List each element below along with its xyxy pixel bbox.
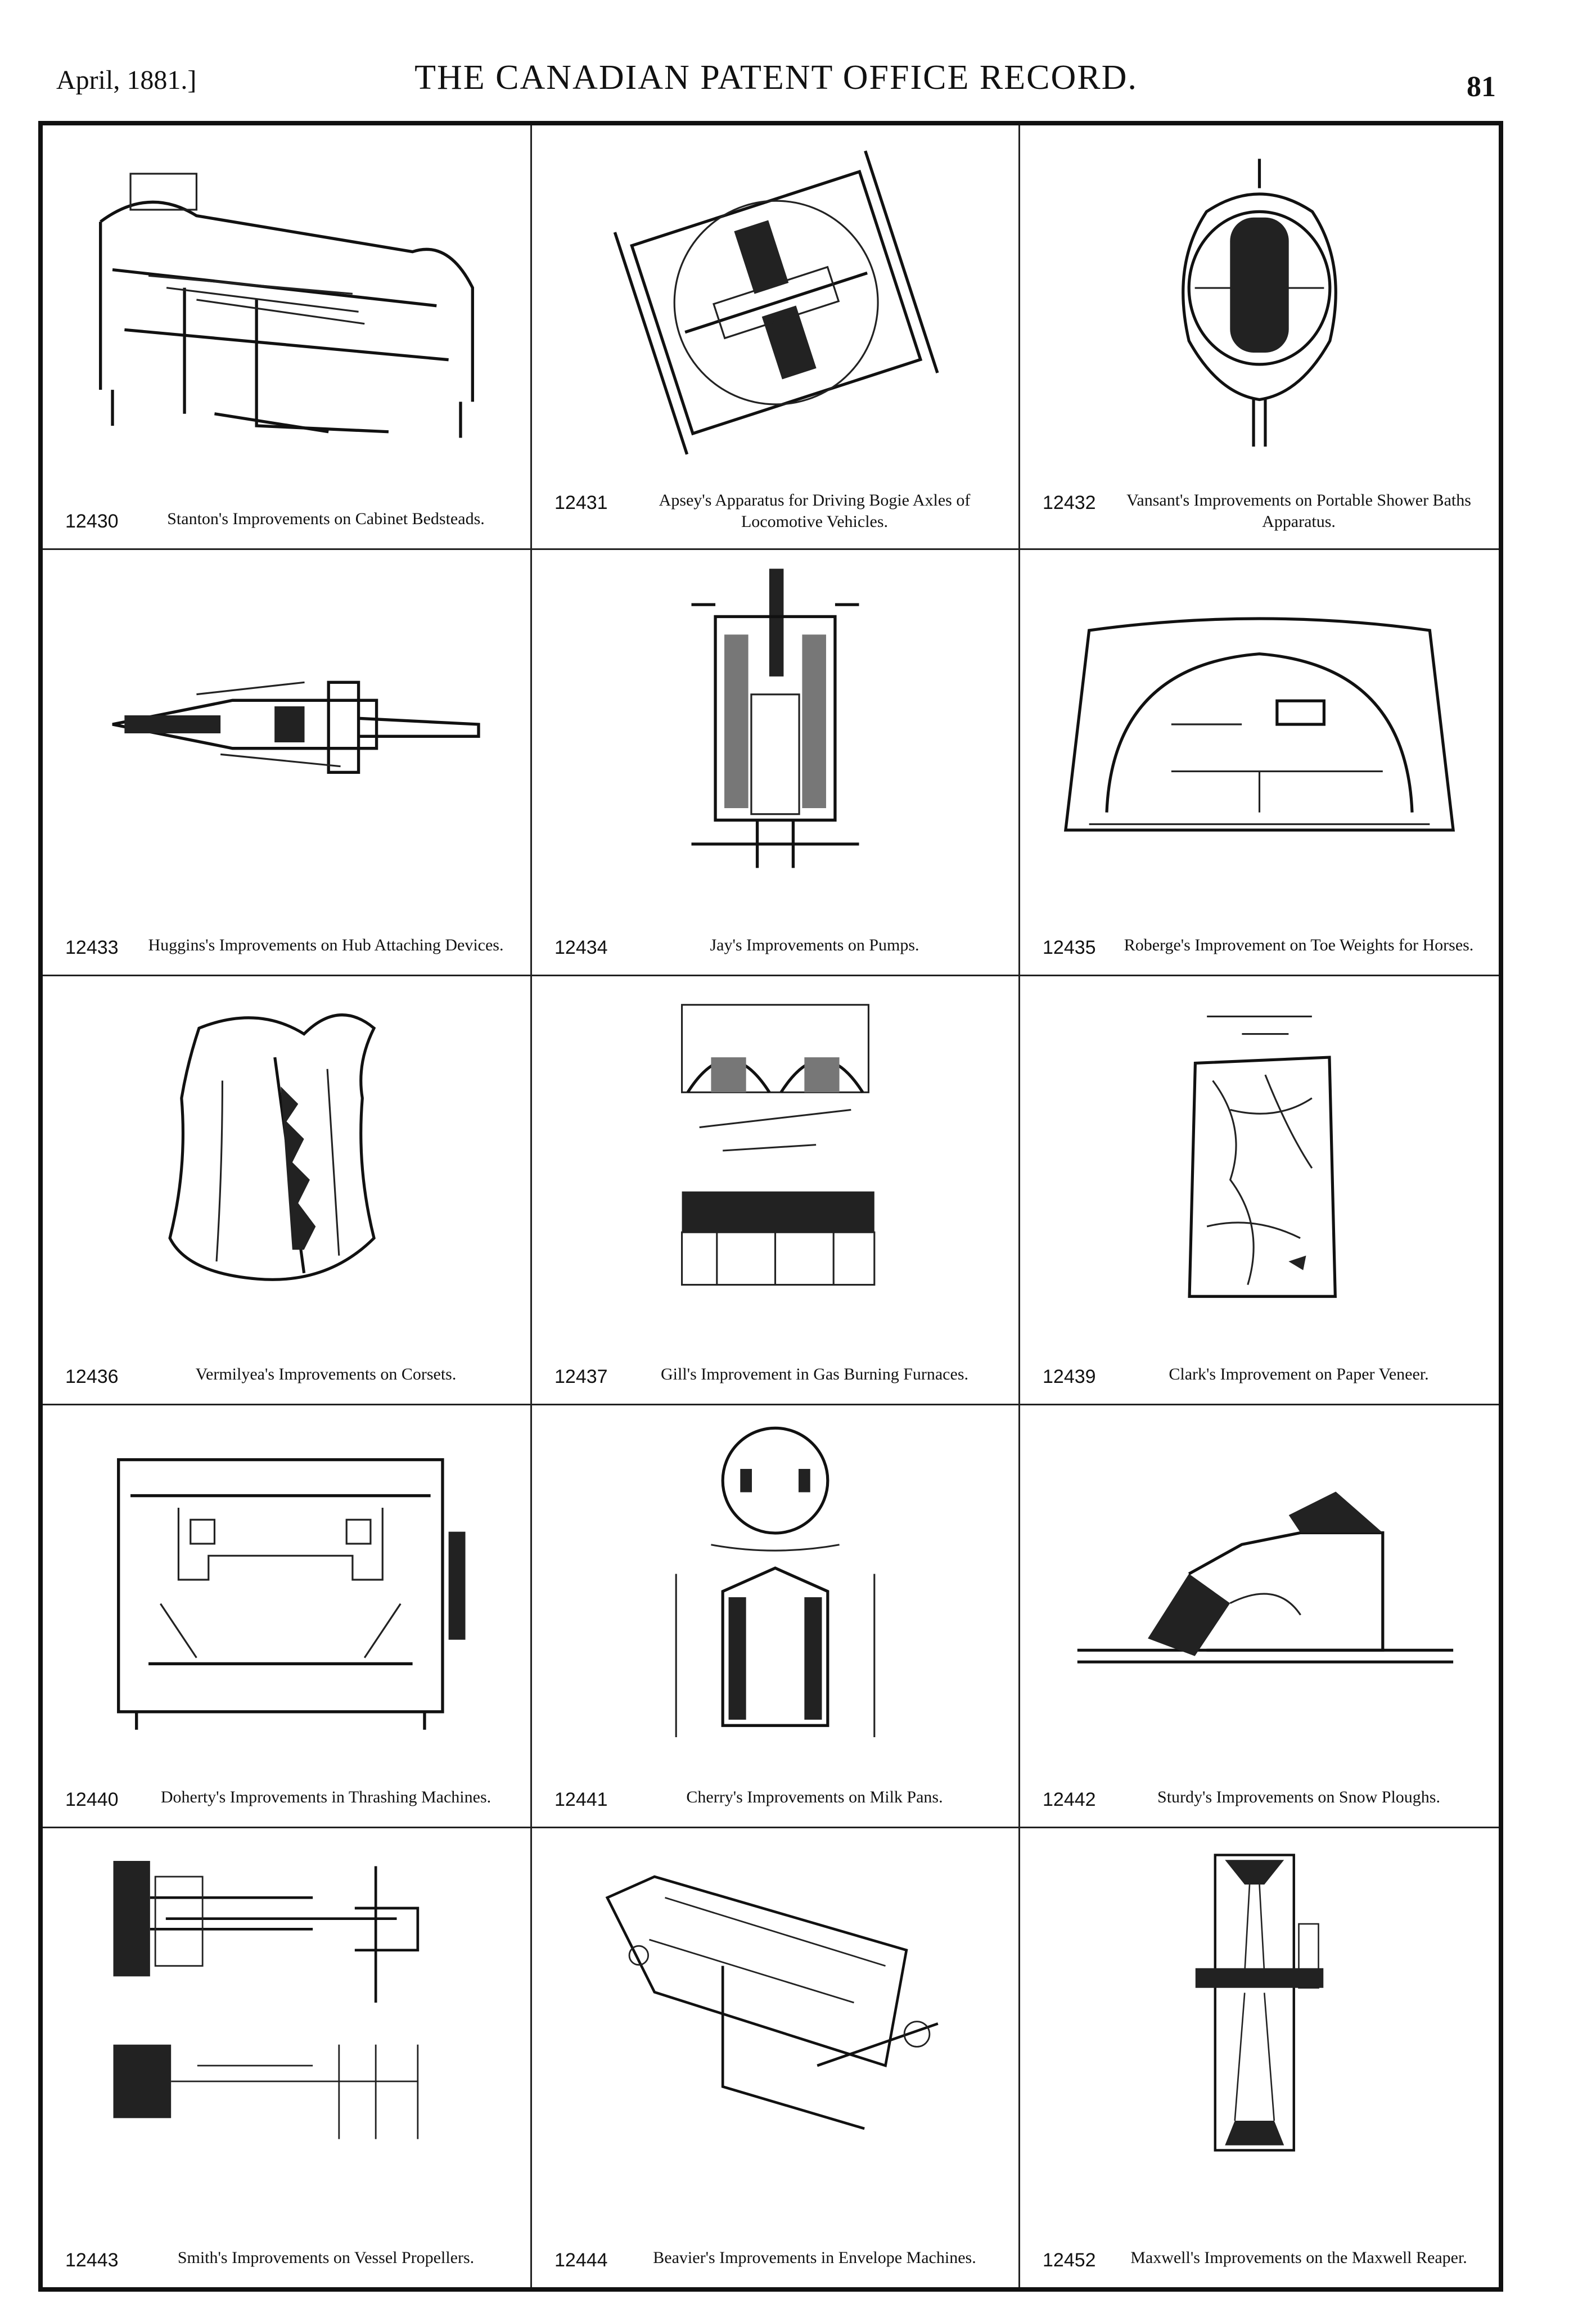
patent-caption: 12434 Jay's Improvements on Pumps.: [554, 935, 1002, 959]
patent-cell: 12441 Cherry's Improvements on Milk Pans…: [532, 1405, 1020, 1828]
patent-cell: 12452 Maxwell's Improvements on the Maxw…: [1020, 1828, 1499, 2287]
patent-number: 12444: [554, 2250, 608, 2271]
patent-number: 12437: [554, 1366, 608, 1387]
patent-number: 12432: [1043, 492, 1096, 513]
patent-cell: 12439 Clark's Improvement on Paper Venee…: [1020, 976, 1499, 1405]
bogie-drawing: [613, 150, 939, 455]
patent-caption: 12444 Beavier's Improvements in Envelope…: [554, 2247, 1002, 2271]
patent-caption: 12441 Cherry's Improvements on Milk Pans…: [554, 1787, 1002, 1811]
patent-grid: 12430 Stanton's Improvements on Cabinet …: [38, 121, 1503, 2292]
patent-caption: 12432 Vansant's Improvements on Portable…: [1043, 490, 1482, 533]
patent-caption: 12430 Stanton's Improvements on Cabinet …: [65, 508, 513, 533]
publication-title: THE CANADIAN PATENT OFFICE RECORD.: [414, 58, 1138, 97]
patent-cell: 12440 Doherty's Improvements in Thrashin…: [43, 1405, 532, 1828]
patent-caption: 12433 Huggins's Improvements on Hub Atta…: [65, 935, 513, 959]
corset-drawing: [168, 1013, 376, 1281]
patent-number: 12430: [65, 511, 119, 532]
veneer-drawing: [1188, 1015, 1337, 1298]
reaper-drawing: [1195, 1854, 1324, 2152]
patent-number: 12435: [1043, 937, 1096, 958]
patent-cell: 12437 Gill's Improvement in Gas Burning …: [532, 976, 1020, 1405]
envelope-machine-drawing: [605, 1875, 939, 2130]
patent-title: Vermilyea's Improvements on Corsets.: [195, 1365, 457, 1383]
thrasher-drawing: [117, 1458, 466, 1730]
patent-cell: 12442 Sturdy's Improvements on Snow Plou…: [1020, 1405, 1499, 1828]
hub-drawing: [112, 680, 480, 774]
page-number: 81: [1467, 71, 1496, 103]
patent-cell: 12430 Stanton's Improvements on Cabinet …: [43, 125, 532, 550]
patent-title: Maxwell's Improvements on the Maxwell Re…: [1130, 2248, 1467, 2267]
patent-number: 12441: [554, 1789, 608, 1810]
propeller-drawing: [113, 1861, 420, 2139]
patent-number: 12443: [65, 2250, 119, 2271]
patent-caption: 12431 Apsey's Apparatus for Driving Bogi…: [554, 490, 1002, 533]
patent-title: Clark's Improvement on Paper Veneer.: [1169, 1365, 1429, 1383]
patent-title: Jay's Improvements on Pumps.: [710, 936, 919, 954]
patent-title: Stanton's Improvements on Cabinet Bedste…: [167, 510, 485, 528]
patent-title: Vansant's Improvements on Portable Showe…: [1126, 491, 1471, 531]
snow-plough-drawing: [1077, 1491, 1454, 1664]
patent-cell: 12434 Jay's Improvements on Pumps.: [532, 550, 1020, 976]
patent-cell: 12444 Beavier's Improvements in Envelope…: [532, 1828, 1020, 2287]
patent-number: 12434: [554, 937, 608, 958]
milk-pan-drawing: [675, 1426, 876, 1737]
patent-caption: 12442 Sturdy's Improvements on Snow Plou…: [1043, 1787, 1482, 1811]
patent-title: Cherry's Improvements on Milk Pans.: [686, 1788, 943, 1806]
patent-title: Gill's Improvement in Gas Burning Furnac…: [661, 1365, 968, 1383]
patent-caption: 12443 Smith's Improvements on Vessel Pro…: [65, 2247, 513, 2271]
furnace-drawing: [681, 1004, 876, 1286]
patent-number: 12431: [554, 492, 608, 513]
bedstead-drawing: [99, 173, 474, 438]
patent-title: Smith's Improvements on Vessel Propeller…: [177, 2248, 475, 2267]
patent-number: 12433: [65, 937, 119, 958]
issue-date: April, 1881.]: [56, 65, 197, 95]
shower-drawing: [1182, 159, 1337, 447]
patent-cell: 12433 Huggins's Improvements on Hub Atta…: [43, 550, 532, 976]
patent-title: Huggins's Improvements on Hub Attaching …: [148, 936, 504, 954]
patent-number: 12439: [1043, 1366, 1096, 1387]
patent-title: Apsey's Apparatus for Driving Bogie Axle…: [659, 491, 971, 531]
patent-cell: 12431 Apsey's Apparatus for Driving Bogi…: [532, 125, 1020, 550]
toe-weight-drawing: [1063, 617, 1455, 832]
patent-cell: 12443 Smith's Improvements on Vessel Pro…: [43, 1828, 532, 2287]
patent-number: 12442: [1043, 1789, 1096, 1810]
patent-title: Roberge's Improvement on Toe Weights for…: [1124, 936, 1474, 954]
patent-cell: 12436 Vermilyea's Improvements on Corset…: [43, 976, 532, 1405]
patent-caption: 12437 Gill's Improvement in Gas Burning …: [554, 1364, 1002, 1388]
patent-number: 12436: [65, 1366, 119, 1387]
patent-title: Doherty's Improvements in Thrashing Mach…: [160, 1788, 492, 1806]
patent-number: 12452: [1043, 2250, 1096, 2271]
patent-caption: 12439 Clark's Improvement on Paper Venee…: [1043, 1364, 1482, 1388]
patent-title: Sturdy's Improvements on Snow Ploughs.: [1157, 1788, 1440, 1806]
patent-caption: 12435 Roberge's Improvement on Toe Weigh…: [1043, 935, 1482, 959]
patent-caption: 12440 Doherty's Improvements in Thrashin…: [65, 1787, 513, 1811]
page-header: April, 1881.] THE CANADIAN PATENT OFFICE…: [56, 53, 1496, 104]
patent-title: Beavier's Improvements in Envelope Machi…: [653, 2248, 976, 2267]
patent-cell: 12432 Vansant's Improvements on Portable…: [1020, 125, 1499, 550]
patent-caption: 12436 Vermilyea's Improvements on Corset…: [65, 1364, 513, 1388]
patent-number: 12440: [65, 1789, 119, 1810]
patent-caption: 12452 Maxwell's Improvements on the Maxw…: [1043, 2247, 1482, 2271]
pump-drawing: [691, 569, 859, 868]
patent-cell: 12435 Roberge's Improvement on Toe Weigh…: [1020, 550, 1499, 976]
